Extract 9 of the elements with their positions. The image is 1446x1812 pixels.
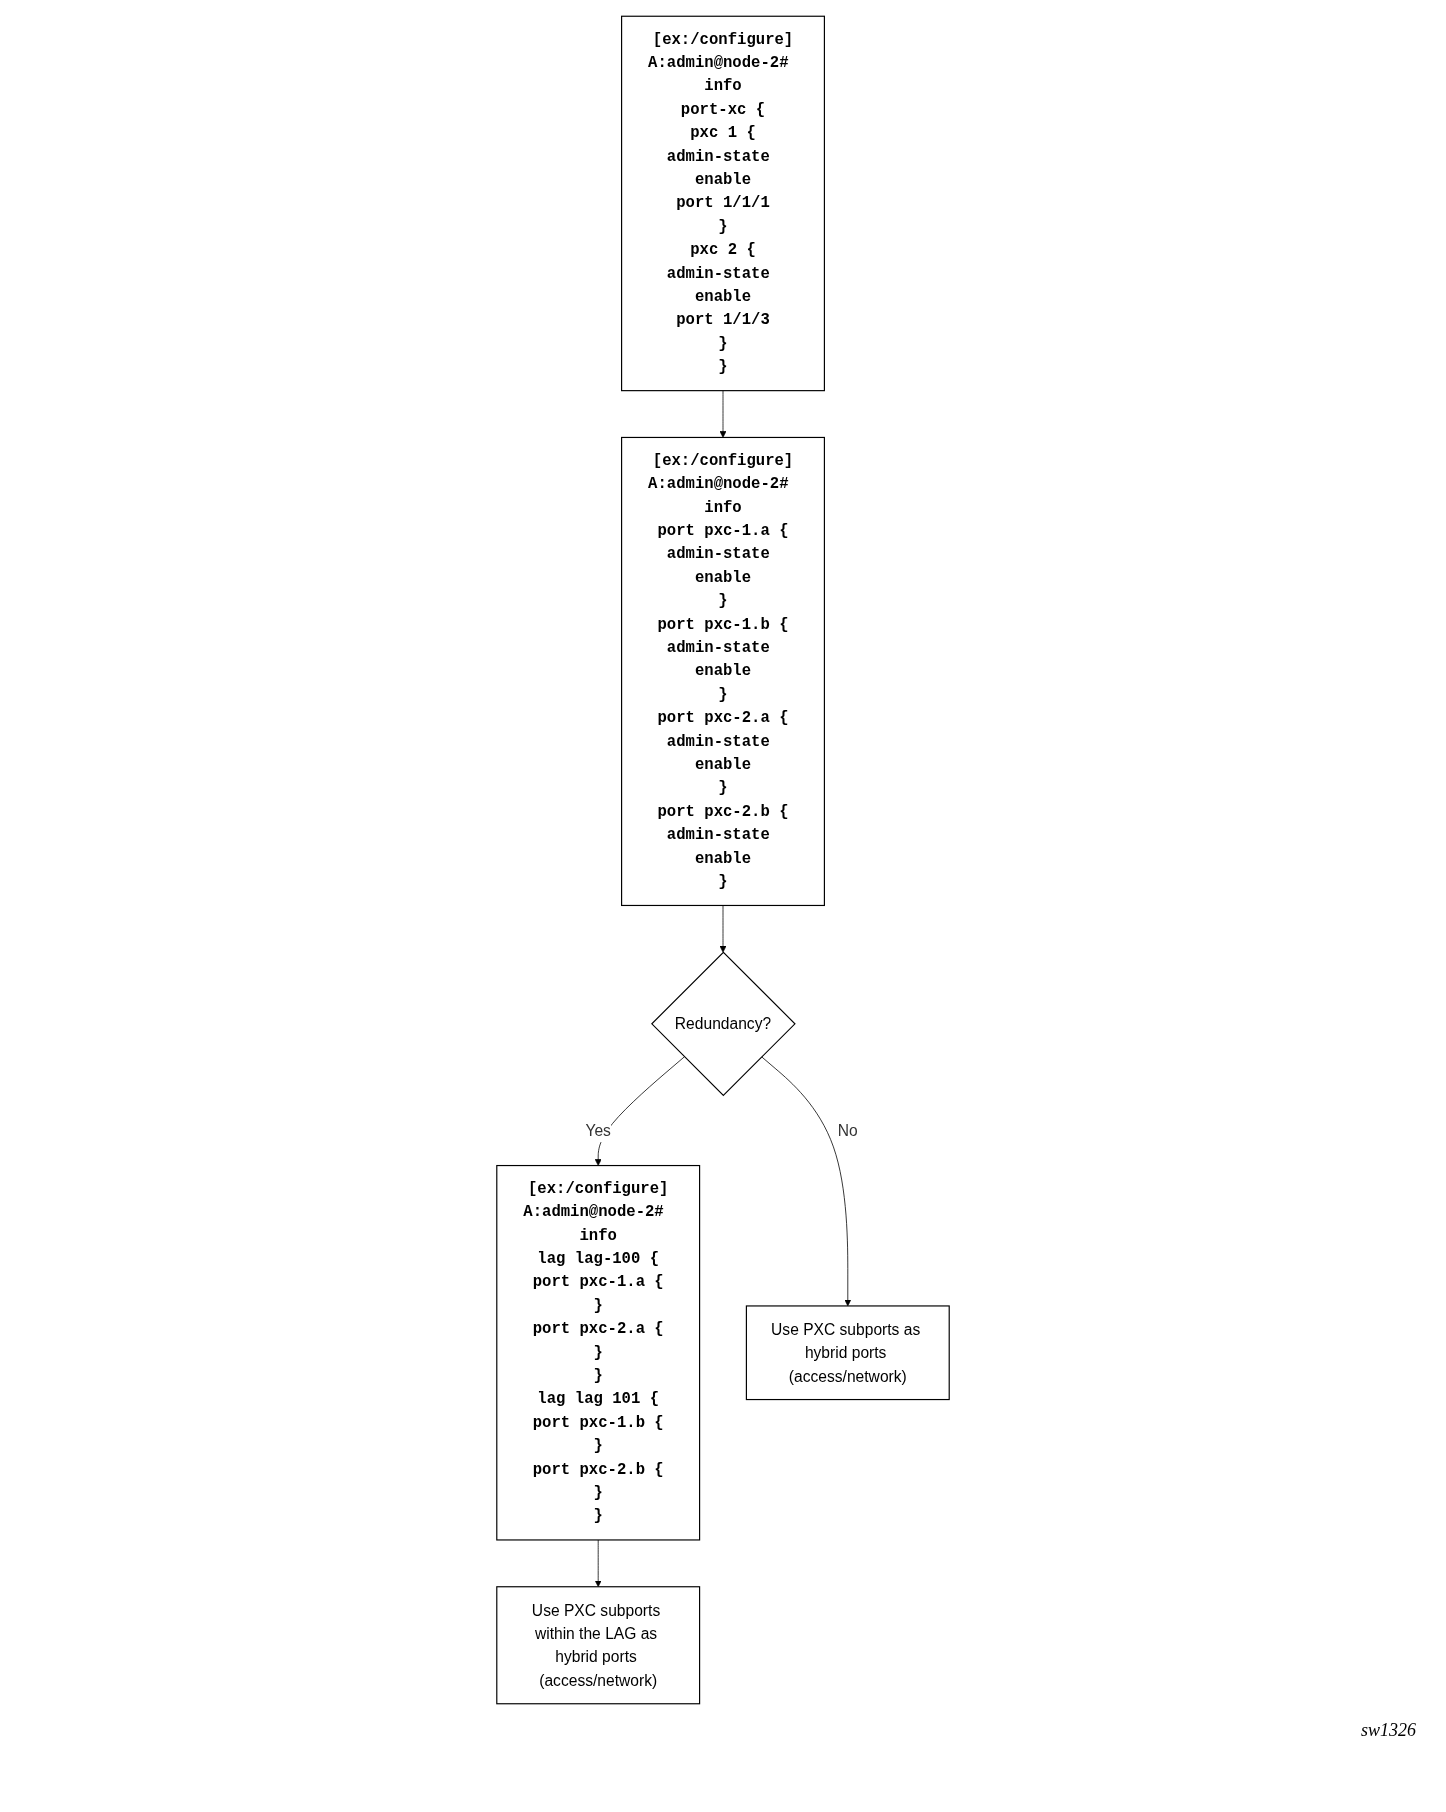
edge-label: Yes (585, 1121, 611, 1140)
node-diamond: Redundancy? (651, 951, 796, 1097)
edge-label: No (837, 1121, 858, 1140)
figure-id-label: sw1326 (1360, 1720, 1416, 1741)
node-box: Use PXC subports within the LAG as hybrid ports (access/network) (496, 1586, 701, 1705)
node-box: [ex:/configure] A:admin@node-2# info port-xc { pxc 1 { admin-state enable port 1/1/1 } pxc 2 { admin-state enable port 1/1/3 } } (621, 15, 825, 392)
node-box: [ex:/configure] A:admin@node-2# info lag lag-100 { port pxc-1.a { } port pxc-2.a { } } lag lag 101 { port pxc-1.b { } port pxc-2.b { } } (496, 1164, 701, 1541)
node-box: [ex:/configure] A:admin@node-2# info port pxc-1.a { admin-state enable } port pxc-1.b { admin-state enable } port pxc-2.a { admin-state enable } port pxc-2.b { admin-state enable } (621, 436, 825, 907)
node-box: Use PXC subports as hybrid ports (access/network) (745, 1305, 950, 1401)
